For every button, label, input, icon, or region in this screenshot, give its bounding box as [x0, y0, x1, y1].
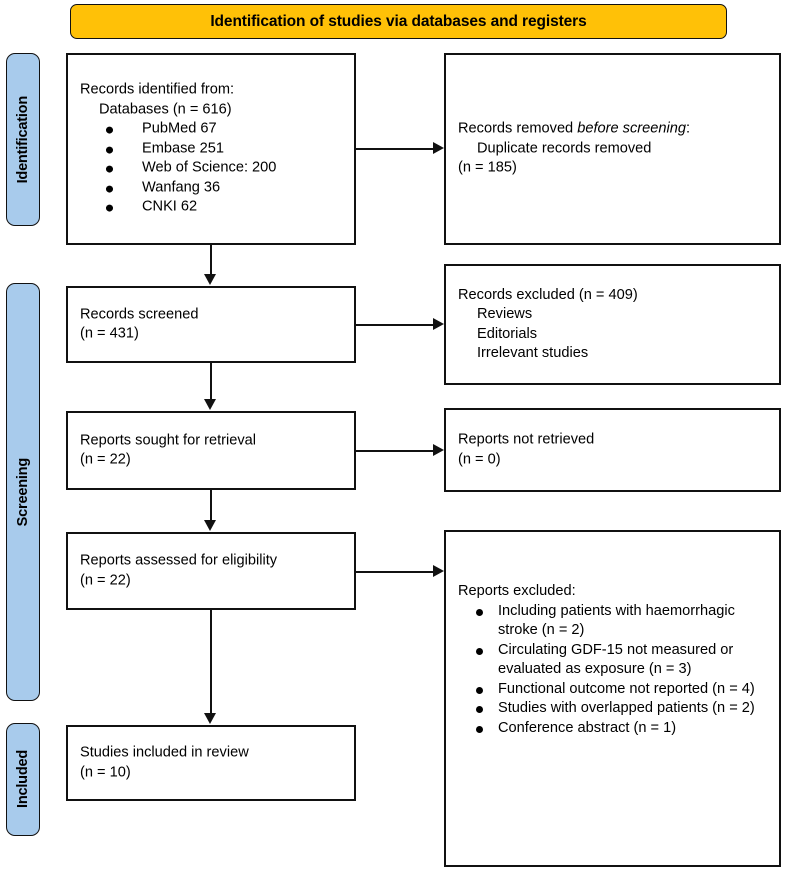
- box-reports-assessed: Reports assessed for eligibility (n = 22…: [66, 532, 356, 610]
- box-reports-not-retrieved-body: Reports not retrieved (n = 0): [446, 430, 779, 469]
- stage-band-included-label: Included: [15, 750, 31, 809]
- stage-band-included: Included: [6, 723, 40, 836]
- records-identified-databases: Databases (n = 616): [99, 101, 232, 118]
- reports-not-retrieved-lead: Reports not retrieved: [458, 431, 595, 448]
- box-studies-included-body: Studies included in review (n = 10): [68, 743, 354, 782]
- records-removed-lead-italic: before screening: [577, 120, 686, 137]
- records-removed-count: (n = 185): [458, 159, 517, 176]
- reports-excluded-reason-list: Including patients with haemorrhagic str…: [458, 602, 767, 739]
- records-screened-count: (n = 431): [80, 325, 139, 342]
- reports-assessed-lead: Reports assessed for eligibility: [80, 552, 278, 569]
- arrow-screened-to-sought-icon: [204, 399, 216, 410]
- list-item: Circulating GDF-15 not measured or evalu…: [458, 641, 767, 680]
- records-identified-lead: Records identified from:: [80, 81, 235, 98]
- box-reports-sought: Reports sought for retrieval (n = 22): [66, 411, 356, 490]
- reports-excluded-lead: Reports excluded:: [458, 583, 576, 599]
- records-screened-lead: Records screened: [80, 305, 199, 322]
- records-excluded-reason: Reviews: [477, 305, 533, 322]
- list-item: CNKI 62: [80, 198, 342, 218]
- stage-band-screening-label: Screening: [15, 457, 31, 527]
- box-records-removed: Records removed before screening: Duplic…: [444, 53, 781, 245]
- records-excluded-lead: Records excluded (n = 409): [458, 286, 638, 303]
- records-removed-lead: Records removed before screening:: [458, 120, 767, 140]
- box-reports-not-retrieved: Reports not retrieved (n = 0): [444, 408, 781, 492]
- connector-assessed-to-reports-excluded: [356, 571, 434, 573]
- connector-identified-to-removed: [356, 148, 434, 150]
- studies-included-lead: Studies included in review: [80, 744, 249, 761]
- arrow-assessed-to-reports-excluded-icon: [433, 565, 444, 577]
- diagram-title-banner: Identification of studies via databases …: [70, 4, 727, 39]
- reports-assessed-count: (n = 22): [80, 572, 131, 588]
- connector-screened-to-excluded: [356, 324, 434, 326]
- arrow-sought-to-not-retrieved-icon: [433, 444, 444, 456]
- diagram-title: Identification of studies via databases …: [210, 12, 587, 30]
- reports-not-retrieved-count: (n = 0): [458, 451, 501, 467]
- stage-band-identification-label: Identification: [15, 95, 31, 184]
- connector-screened-to-sought: [210, 363, 212, 400]
- arrow-identified-to-screened-icon: [204, 274, 216, 285]
- box-records-screened-body: Records screened (n = 431): [68, 305, 354, 344]
- list-item: Web of Science: 200: [80, 159, 342, 179]
- list-item: Conference abstract (n = 1): [458, 719, 767, 739]
- connector-assessed-to-included: [210, 610, 212, 714]
- records-removed-lead-prefix: Records removed: [458, 120, 578, 137]
- box-reports-excluded-body: Reports excluded: Including patients wit…: [446, 582, 779, 738]
- box-reports-excluded: Reports excluded: Including patients wit…: [444, 530, 781, 867]
- records-excluded-reason: Editorials: [477, 325, 538, 342]
- connector-sought-to-assessed: [210, 490, 212, 521]
- records-excluded-reason: Irrelevant studies: [477, 345, 589, 362]
- connector-identified-to-screened: [210, 245, 212, 275]
- records-removed-duplicates: Duplicate records removed: [477, 140, 652, 157]
- list-item: Wanfang 36: [80, 178, 342, 198]
- box-reports-sought-body: Reports sought for retrieval (n = 22): [68, 431, 354, 470]
- arrow-screened-to-excluded-icon: [433, 318, 444, 330]
- box-records-screened: Records screened (n = 431): [66, 286, 356, 363]
- arrow-sought-to-assessed-icon: [204, 520, 216, 531]
- stage-band-screening: Screening: [6, 283, 40, 701]
- records-identified-source-list: PubMed 67 Embase 251 Web of Science: 200…: [80, 120, 342, 218]
- studies-included-count: (n = 10): [80, 764, 131, 780]
- stage-band-identification: Identification: [6, 53, 40, 226]
- list-item: Including patients with haemorrhagic str…: [458, 602, 767, 641]
- reports-sought-lead: Reports sought for retrieval: [80, 431, 257, 448]
- reports-sought-count: (n = 22): [80, 451, 131, 468]
- box-records-identified-body: Records identified from: Databases (n = …: [68, 81, 354, 218]
- arrow-identified-to-removed-icon: [433, 142, 444, 154]
- list-item: PubMed 67: [80, 120, 342, 140]
- box-records-excluded-body: Records excluded (n = 409) Reviews Edito…: [446, 285, 779, 363]
- list-item: Embase 251: [80, 139, 342, 159]
- box-records-identified: Records identified from: Databases (n = …: [66, 53, 356, 245]
- box-records-removed-body: Records removed before screening: Duplic…: [446, 120, 779, 179]
- box-reports-assessed-body: Reports assessed for eligibility (n = 22…: [68, 551, 354, 590]
- box-records-excluded: Records excluded (n = 409) Reviews Edito…: [444, 264, 781, 385]
- connector-sought-to-not-retrieved: [356, 450, 434, 452]
- list-item: Studies with overlapped patients (n = 2): [458, 699, 767, 719]
- records-removed-lead-suffix: :: [685, 120, 691, 137]
- arrow-assessed-to-included-icon: [204, 713, 216, 724]
- list-item: Functional outcome not reported (n = 4): [458, 680, 767, 700]
- box-studies-included: Studies included in review (n = 10): [66, 725, 356, 801]
